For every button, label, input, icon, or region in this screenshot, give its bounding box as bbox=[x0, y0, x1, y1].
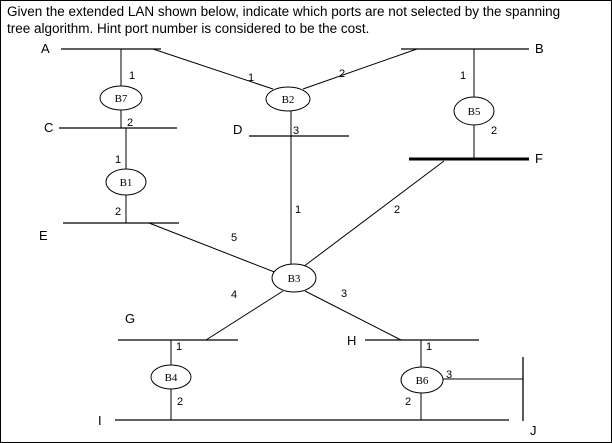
lan-label-d: D bbox=[233, 122, 242, 137]
lan-label-h: H bbox=[347, 333, 356, 348]
question-text: Given the extended LAN shown below, indi… bbox=[7, 3, 607, 37]
link-b3-e bbox=[148, 222, 278, 274]
port-b2-d: 3 bbox=[293, 125, 299, 137]
port-b3-f: 2 bbox=[394, 204, 400, 216]
link-b3-h bbox=[304, 290, 402, 341]
port-b5-b: 1 bbox=[460, 70, 466, 82]
port-b1-c: 1 bbox=[115, 154, 121, 166]
lan-label-a: A bbox=[41, 41, 50, 56]
port-b7-a: 1 bbox=[129, 70, 135, 82]
bridge-b1 bbox=[105, 168, 147, 196]
link-b2-a bbox=[152, 48, 274, 90]
question-line-2: tree algorithm. Hint port number is cons… bbox=[7, 21, 370, 36]
port-b4-i: 2 bbox=[177, 396, 183, 408]
port-b2-b: 2 bbox=[339, 68, 345, 80]
port-b5-f: 2 bbox=[491, 125, 497, 137]
bridge-b3-label: B3 bbox=[288, 273, 301, 285]
bridge-b5 bbox=[453, 96, 495, 126]
bridge-b2-label: B2 bbox=[282, 94, 295, 106]
port-b1-e: 2 bbox=[115, 206, 121, 218]
lan-label-e: E bbox=[39, 228, 48, 243]
lan-label-g: G bbox=[125, 311, 135, 326]
port-b3-g: 4 bbox=[231, 289, 237, 301]
lan-label-j: J bbox=[530, 423, 537, 438]
bridge-b6-label: B6 bbox=[416, 375, 429, 387]
lan-label-f: F bbox=[535, 151, 543, 166]
bridge-b4-label: B4 bbox=[165, 372, 178, 384]
port-b3-e: 5 bbox=[231, 232, 237, 244]
port-b4-g: 1 bbox=[176, 341, 182, 353]
bridge-b1-label: B1 bbox=[120, 177, 133, 189]
question-line-1: Given the extended LAN shown below, indi… bbox=[7, 4, 561, 19]
lan-label-i: I bbox=[98, 413, 102, 428]
link-b3-f bbox=[302, 160, 445, 268]
bridge-b3 bbox=[271, 263, 317, 293]
bridge-b2 bbox=[265, 86, 311, 112]
link-b3-g bbox=[205, 290, 284, 341]
port-b7-c: 2 bbox=[127, 117, 133, 129]
bridge-b6 bbox=[400, 366, 444, 394]
bridge-b7-label: B7 bbox=[115, 93, 128, 105]
port-b6-h: 1 bbox=[426, 341, 432, 353]
port-b3-b2: 1 bbox=[295, 204, 301, 216]
bridge-b5-label: B5 bbox=[468, 106, 481, 118]
lan-label-b: B bbox=[535, 41, 544, 56]
bridge-b7 bbox=[99, 85, 143, 111]
port-b2-a: 1 bbox=[248, 72, 254, 84]
lan-label-c: C bbox=[44, 120, 53, 135]
port-b6-j: 3 bbox=[446, 369, 452, 381]
port-b3-h: 3 bbox=[341, 288, 347, 300]
port-b6-i: 2 bbox=[405, 396, 411, 408]
bridge-b4 bbox=[150, 364, 192, 390]
link-b2-b bbox=[302, 48, 418, 90]
